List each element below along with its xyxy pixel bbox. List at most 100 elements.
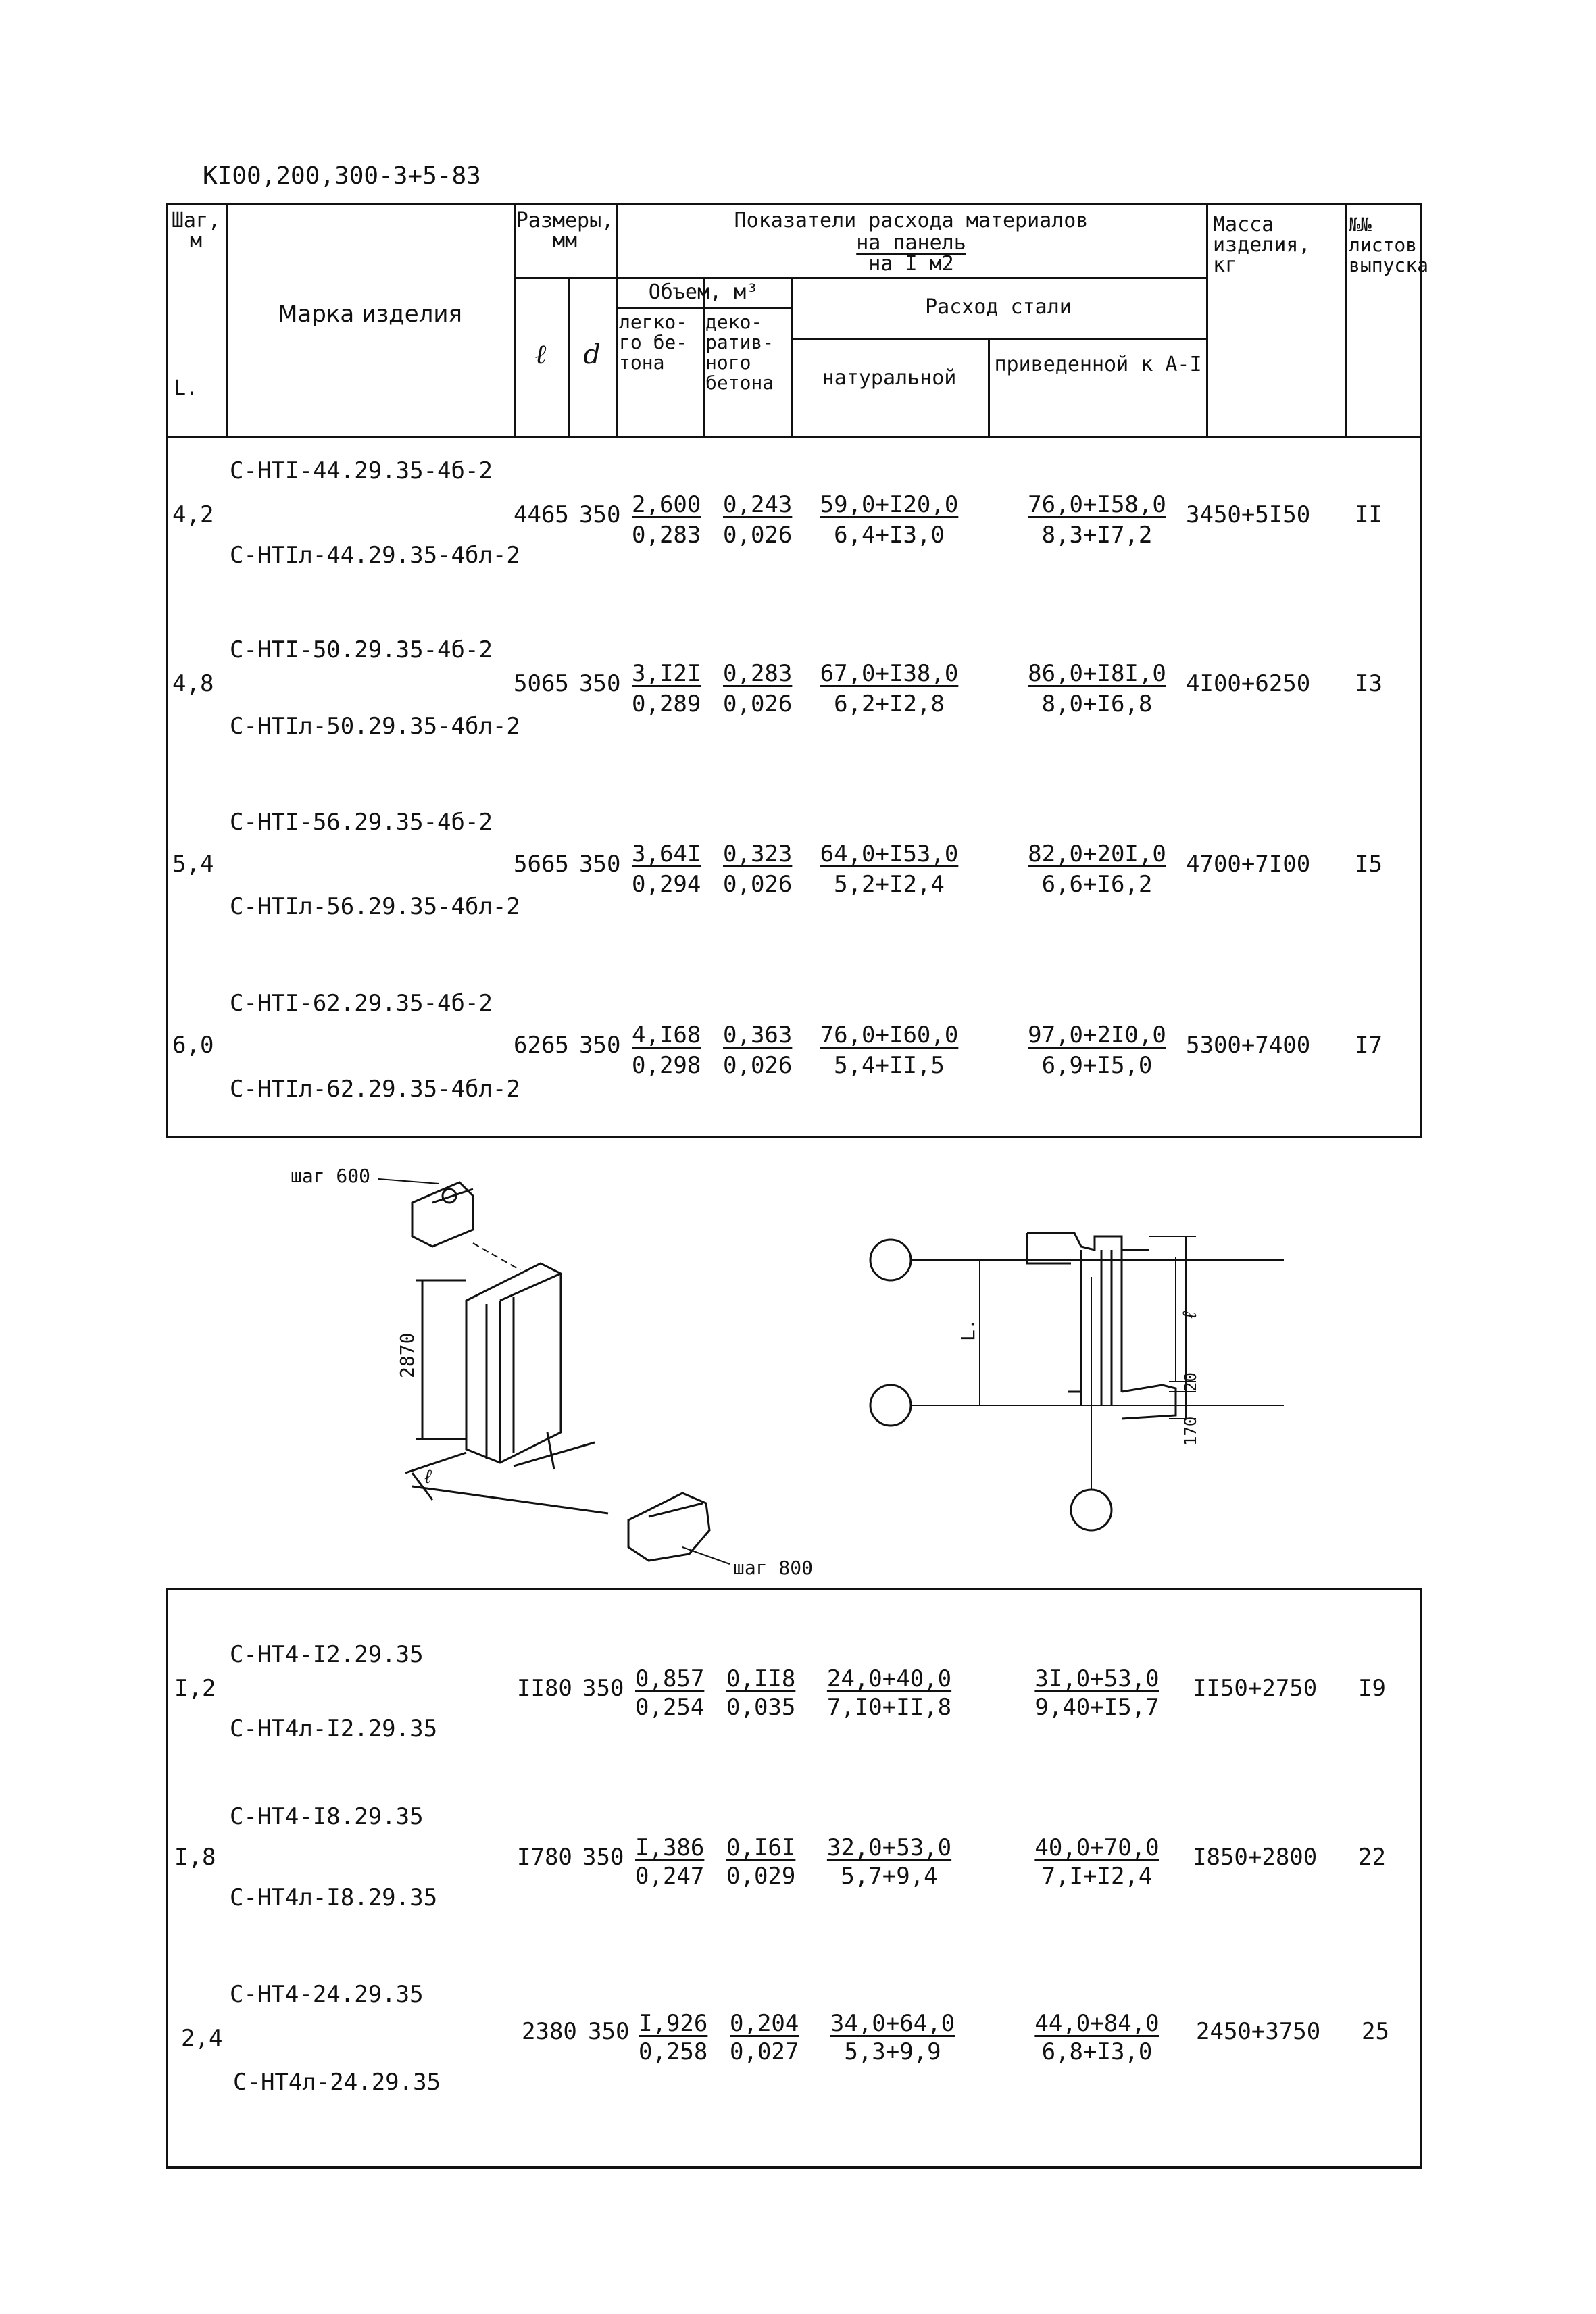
row-vol-dec-top: 0,323	[723, 840, 793, 867]
row-step: 4,8	[172, 670, 214, 697]
row-steel-red-bot: 9,40+I5,7	[1034, 1694, 1159, 1721]
col-line	[616, 203, 618, 436]
row-sheet: I5	[1355, 851, 1382, 878]
row-mass: 5300+7400	[1186, 1032, 1311, 1059]
row-vol-light-bot: 0,298	[632, 1052, 701, 1079]
row-size-l: I780	[517, 1844, 572, 1871]
technical-drawing: шаг 600 шаг 800 2870 ℓ L. ℓ 20 170	[291, 1165, 1284, 1579]
row-vol-light-top: I,386	[635, 1834, 705, 1861]
row-mark-1: С-НТI-62.29.35-4б-2	[230, 990, 493, 1017]
dim-l-label: ℓ	[422, 1465, 434, 1488]
row-steel-nat-top: 67,0+I38,0	[820, 660, 959, 687]
row-mass: 2450+3750	[1196, 2018, 1321, 2045]
dim-20-label: 20	[1181, 1372, 1200, 1392]
header-per-panel: на панель	[856, 231, 966, 255]
row-steel-nat-bot: 6,4+I3,0	[834, 522, 945, 549]
row-steel-red-top: 44,0+84,0	[1034, 2010, 1159, 2037]
row-size-d: 350	[579, 501, 621, 528]
row-step: 4,2	[172, 501, 214, 528]
row-size-d: 350	[582, 1844, 624, 1871]
row-sheet: 25	[1362, 2018, 1389, 2045]
row-vol-dec-bot: 0,026	[723, 690, 793, 718]
table-1	[166, 203, 1422, 1138]
row-steel-nat-bot: 5,3+9,9	[844, 2038, 941, 2065]
row-steel-red-bot: 6,6+I6,2	[1041, 871, 1153, 898]
row-vol-light-top: 2,600	[632, 491, 701, 518]
row-mass: 4700+7I00	[1186, 851, 1311, 878]
header-per-m2: на I м2	[868, 252, 954, 276]
row-steel-red-bot: 6,8+I3,0	[1041, 2038, 1153, 2065]
row-sheet: I7	[1355, 1032, 1382, 1059]
row-mark-2: С-НТIл-44.29.35-4бл-2	[230, 542, 520, 569]
header-steel-natural: натуральной	[822, 366, 957, 390]
row-mass: II50+2750	[1193, 1675, 1318, 1702]
row-line	[616, 277, 1206, 279]
step-600-label: шаг 600	[291, 1165, 370, 1187]
row-vol-light-bot: 0,254	[635, 1694, 705, 1721]
row-step: I,2	[174, 1675, 216, 1702]
row-steel-red-top: 40,0+70,0	[1034, 1834, 1159, 1861]
row-vol-dec-top: 0,363	[723, 1022, 793, 1049]
dim-170-label: 170	[1181, 1417, 1200, 1446]
row-vol-dec-top: 0,243	[723, 491, 793, 518]
row-mark-2: С-НТIл-62.29.35-4бл-2	[230, 1076, 520, 1103]
row-vol-light-bot: 0,258	[639, 2038, 708, 2065]
row-size-l: 6265	[514, 1032, 569, 1059]
row-vol-dec-bot: 0,026	[723, 522, 793, 549]
header-mass: Масса изделия, кг	[1213, 213, 1311, 277]
row-step: 6,0	[172, 1032, 214, 1059]
row-steel-nat-bot: 5,4+II,5	[834, 1052, 945, 1079]
row-vol-dec-top: 0,I6I	[726, 1834, 796, 1861]
row-steel-red-bot: 7,I+I2,4	[1041, 1863, 1153, 1890]
row-mark-2: С-НТIл-50.29.35-4бл-2	[230, 713, 520, 740]
header-divider	[166, 436, 1422, 438]
row-sheet: I3	[1355, 670, 1382, 697]
row-steel-red-top: 86,0+I8I,0	[1028, 660, 1166, 687]
row-steel-nat-top: 24,0+40,0	[826, 1665, 952, 1692]
row-line	[616, 307, 791, 309]
dim-L-label: L.	[957, 1318, 979, 1341]
header-size-l: ℓ	[534, 339, 547, 370]
row-steel-nat-top: 59,0+I20,0	[820, 491, 959, 518]
row-vol-light-bot: 0,294	[632, 871, 701, 898]
row-steel-red-top: 97,0+2I0,0	[1028, 1022, 1166, 1049]
row-step: 5,4	[172, 851, 214, 878]
row-steel-red-top: 3I,0+53,0	[1034, 1665, 1159, 1692]
header-step-symbol: L.	[174, 376, 199, 400]
row-mass: 3450+5I50	[1186, 501, 1311, 528]
row-mass: I850+2800	[1193, 1844, 1318, 1871]
row-vol-dec-bot: 0,029	[726, 1863, 796, 1890]
header-size-d: d	[583, 339, 601, 370]
row-vol-dec-bot: 0,026	[723, 871, 793, 898]
row-steel-nat-bot: 6,2+I2,8	[834, 690, 945, 718]
row-size-l: II80	[517, 1675, 572, 1702]
row-steel-nat-bot: 5,7+9,4	[841, 1863, 938, 1890]
col-line	[568, 277, 570, 436]
height-dim-label: 2870	[396, 1333, 418, 1378]
row-steel-red-bot: 8,3+I7,2	[1041, 522, 1153, 549]
row-vol-dec-top: 0,283	[723, 660, 793, 687]
header-indicators-title: Показатели расхода материалов	[734, 209, 1089, 232]
row-vol-dec-bot: 0,027	[730, 2038, 799, 2065]
row-size-d: 350	[579, 1032, 621, 1059]
row-steel-nat-top: 76,0+I60,0	[820, 1022, 959, 1049]
row-size-l: 4465	[514, 501, 569, 528]
row-mark-2: С-НТ4л-24.29.35	[233, 2069, 441, 2096]
row-vol-light-top: I,926	[639, 2010, 708, 2037]
row-vol-light-bot: 0,289	[632, 690, 701, 718]
col-line	[226, 203, 228, 436]
col-line	[1345, 203, 1347, 436]
row-size-l: 5065	[514, 670, 569, 697]
row-size-d: 350	[579, 670, 621, 697]
row-mark-1: С-НТI-50.29.35-4б-2	[230, 636, 493, 663]
row-steel-nat-bot: 7,I0+II,8	[826, 1694, 952, 1721]
row-steel-red-top: 82,0+20I,0	[1028, 840, 1166, 867]
row-vol-light-top: 0,857	[635, 1665, 705, 1692]
col-line	[988, 338, 990, 436]
row-steel-nat-top: 34,0+64,0	[830, 2010, 955, 2037]
table-2	[166, 1588, 1422, 2169]
header-decorative-concrete: деко-ратив-ного бетона	[705, 311, 774, 394]
row-mark-2: С-НТ4л-I2.29.35	[230, 1715, 438, 1742]
row-steel-red-bot: 6,9+I5,0	[1041, 1052, 1153, 1079]
row-mark-2: С-НТ4л-I8.29.35	[230, 1884, 438, 1911]
